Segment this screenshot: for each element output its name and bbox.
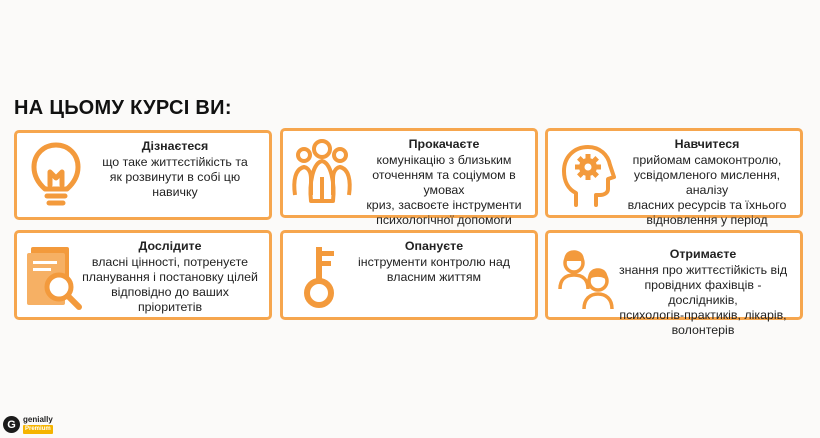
card-title: Дізнаєтеся: [141, 139, 209, 153]
lightbulb-icon: [23, 139, 89, 213]
people-icon: [554, 239, 620, 313]
card-description: знання про життєстійкість від провідних …: [618, 263, 788, 337]
premium-badge: Premium: [23, 425, 53, 434]
card-description: власні цінності, потренуєте планування і…: [82, 255, 258, 314]
document-search-icon: [23, 239, 89, 313]
card-title: Отримаєте: [669, 247, 737, 261]
group-icon: [289, 137, 355, 211]
genially-logo[interactable]: G genially Premium: [3, 414, 63, 438]
card-master: Опануєте інструменти контролю над власни…: [280, 230, 538, 320]
card-title: Навчитеся: [674, 137, 740, 151]
genially-logo-name: genially: [23, 415, 53, 424]
card-title: Прокачаєте: [408, 137, 480, 151]
genially-logo-mark: G: [3, 416, 20, 433]
page-heading: НА ЦЬОМУ КУРСІ ВИ:: [14, 97, 232, 119]
card-title: Дослідите: [138, 239, 202, 253]
card-study: Навчитеся прийомам самоконтролю, усвідом…: [545, 128, 803, 257]
card-pump-up: Прокачаєте комунікацію з близьким оточен…: [280, 128, 538, 227]
card-title: Опануєте: [404, 239, 464, 253]
head-gear-icon: [554, 137, 620, 211]
card-description: що таке життєстійкість та як розвинути в…: [102, 155, 248, 199]
card-learn: Дізнаєтеся що таке життєстійкість та як …: [14, 130, 272, 220]
key-icon: [289, 239, 355, 313]
card-description: інструменти контролю над власним життям: [358, 255, 510, 284]
card-description: комунікацію з близьким оточенням та соці…: [366, 153, 522, 227]
card-explore: Дослідите власні цінності, потренуєте пл…: [14, 230, 272, 320]
card-receive: Отримаєте знання про життєстійкість від …: [545, 230, 803, 337]
